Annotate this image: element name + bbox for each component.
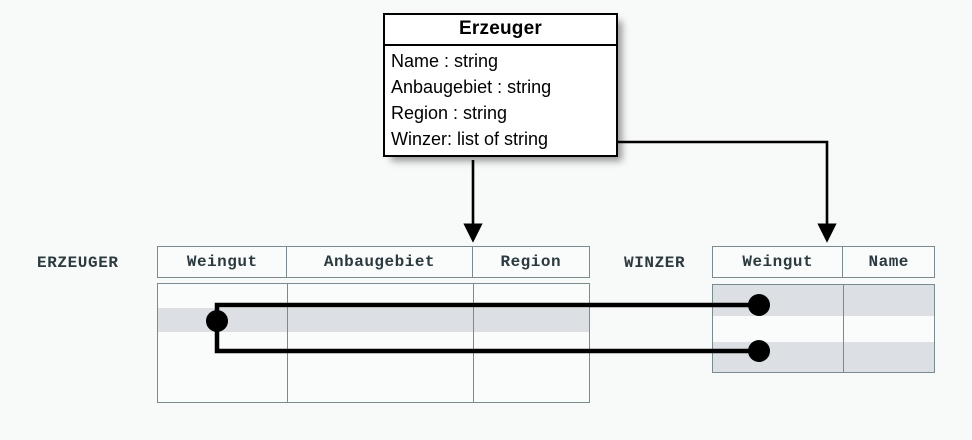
uml-attribute-list: Name : string Anbaugebiet : string Regio… [385,46,616,155]
table-cell [288,308,474,332]
column-header-name: Name [868,253,909,271]
table-cell [474,284,589,308]
column-header-weingut: Weingut [158,247,288,277]
table-body-winzer [712,284,935,373]
table-header-erzeuger: Weingut Anbaugebiet Region [157,246,590,278]
table-row [158,354,589,402]
table-label-winzer: WINZER [624,254,686,272]
table-cell [288,284,474,308]
uml-attribute-winzer: Winzer: list of string [391,129,549,149]
table-row [158,284,589,308]
table-cell [844,342,934,372]
table-cell [713,316,844,342]
table-cell [474,354,589,402]
uml-class-title: Erzeuger [385,15,616,46]
table-cell [844,316,934,342]
table-row [713,316,934,342]
column-header-region: Region [500,253,562,271]
table-cell [158,354,288,402]
table-cell [158,284,288,308]
table-row [158,332,589,354]
table-row [713,285,934,316]
uml-class-box-erzeuger: Erzeuger Name : string Anbaugebiet : str… [383,13,618,157]
table-cell [713,342,844,372]
table-header-winzer: Weingut Name [712,246,935,278]
uml-attribute-anbaugebiet: Anbaugebiet : string [391,77,552,97]
table-cell [713,285,844,316]
table-label-erzeuger: ERZEUGER [37,254,119,272]
table-cell [474,332,589,354]
table-row [158,308,589,332]
uml-attribute-region: Region : string [391,103,508,123]
table-cell [158,332,288,354]
table-cell [844,285,934,316]
table-cell [158,308,288,332]
uml-attribute-name: Name : string [391,51,499,71]
column-header-anbaugebiet: Anbaugebiet [287,247,473,277]
column-header-weingut: Weingut [713,247,844,277]
table-body-erzeuger [157,283,590,403]
winzer-mapping-arrow [606,140,837,243]
table-cell [288,332,474,354]
table-row [713,342,934,372]
table-cell [474,308,589,332]
table-cell [288,354,474,402]
